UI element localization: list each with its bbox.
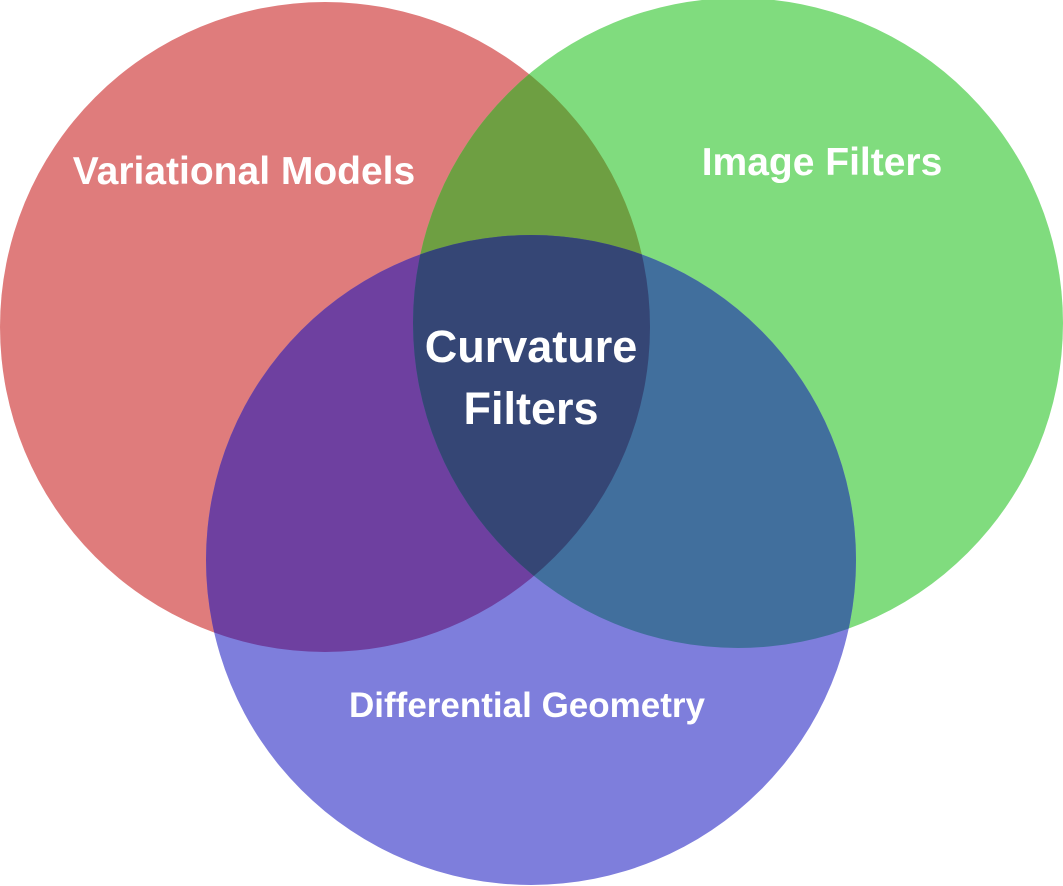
overlap-all-three bbox=[413, 235, 650, 648]
variational-models-label: Variational Models bbox=[73, 150, 415, 193]
image-filters-label: Image Filters bbox=[702, 141, 943, 184]
center-label-line2: Filters bbox=[463, 383, 598, 434]
center-label-line1: Curvature bbox=[425, 321, 638, 372]
differential-geometry-label: Differential Geometry bbox=[349, 686, 705, 725]
